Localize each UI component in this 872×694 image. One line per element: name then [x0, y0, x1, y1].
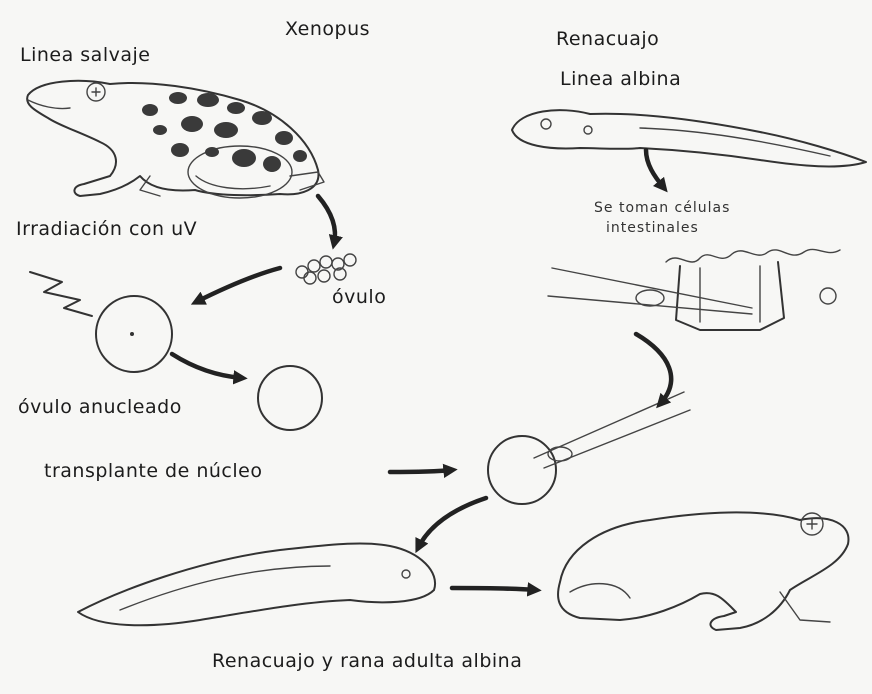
- enucleated-egg: [258, 366, 322, 430]
- label-linea-albina: Linea albina: [560, 68, 681, 90]
- albino-tadpole-drawing: [512, 110, 866, 166]
- egg-nucleus-dot: [130, 332, 134, 336]
- egg-cluster-drawing: [296, 254, 356, 284]
- uv-zigzag-icon: [30, 272, 92, 316]
- label-renacuajo-rana-albina: Renacuajo y rana adulta albina: [212, 650, 522, 672]
- label-ovulo-anucleado: óvulo anucleado: [18, 396, 182, 418]
- label-linea-salvaje: Linea salvaje: [20, 44, 150, 66]
- process-arrows: [172, 150, 671, 590]
- wild-type-frog-drawing: [27, 81, 324, 198]
- label-xenopus: Xenopus: [285, 18, 370, 40]
- label-irradiacion-uv: Irradiación con uV: [16, 218, 197, 240]
- label-se-toman-celulas: Se toman células: [594, 200, 730, 216]
- label-ovulo: óvulo: [332, 286, 386, 308]
- label-transplante-nucleo: transplante de núcleo: [44, 460, 262, 482]
- label-intestinales: intestinales: [606, 220, 699, 236]
- transplant-egg-drawing: [488, 392, 690, 504]
- albino-adult-frog-drawing: [558, 512, 848, 630]
- albino-tadpole-bottom-drawing: [78, 543, 435, 625]
- label-renacuajo-top: Renacuajo: [556, 28, 659, 50]
- intestinal-cells-drawing: [548, 249, 840, 330]
